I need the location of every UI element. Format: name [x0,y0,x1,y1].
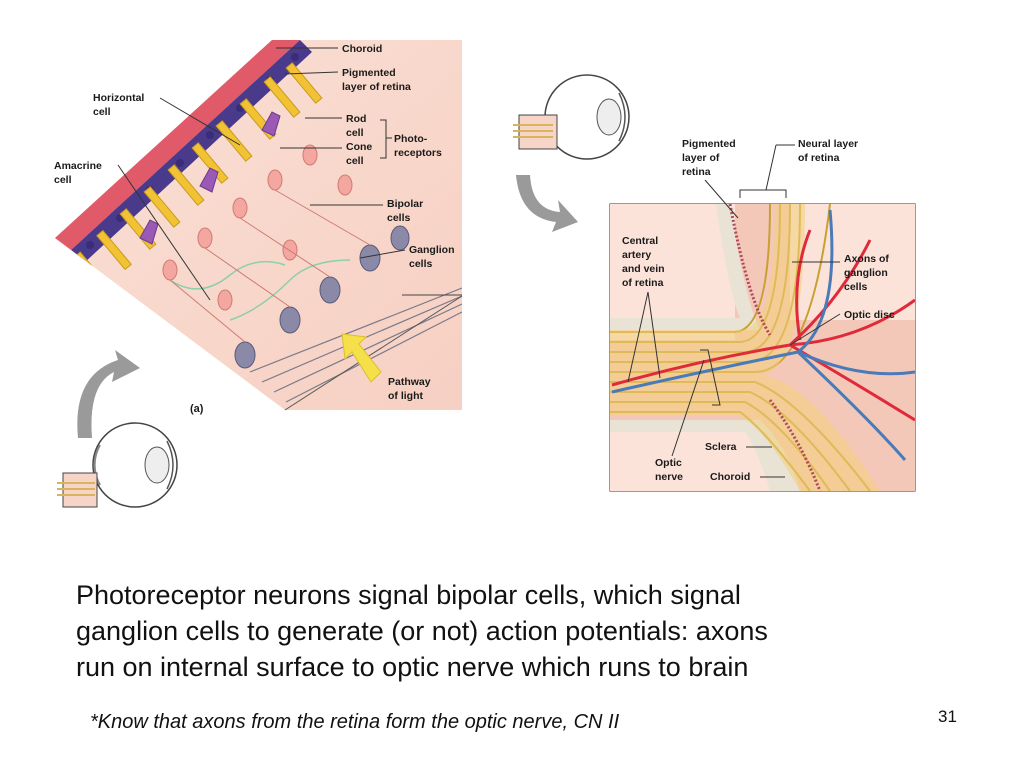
panel-tag-a: (a) [190,403,204,415]
label-photo-2: receptors [394,147,442,159]
label-horizontal-2: cell [93,106,111,118]
slide-body-text: Photoreceptor neurons signal bipolar cel… [76,577,966,685]
label-rod-1: Rod [346,113,366,125]
label-bipolar-1: Bipolar [387,198,423,210]
label-optic-2: nerve [655,471,683,483]
figure-b-labels: Pigmented layer of retina Neural layer o… [622,138,895,483]
page-number: 31 [938,707,957,726]
label-pigmented-1: Pigmented [342,67,396,79]
label-b-pigmented-1: Pigmented [682,138,736,150]
label-axons-1: Axons of [844,253,889,265]
label-optic-disc: Optic disc [844,309,895,321]
label-choroid: Choroid [342,43,382,55]
footnote: *Know that axons from the retina form th… [90,711,620,733]
figure-a-retina-layers: (a) Choroid Pigmented layer of retina Ho… [54,40,463,508]
label-pathway-2: of light [388,390,423,402]
label-rod-2: cell [346,127,364,139]
label-optic-1: Optic [655,457,682,469]
label-ganglion-2: cells [409,258,433,270]
label-b-pigmented-3: retina [682,166,711,178]
label-amacrine-2: cell [54,174,72,186]
body-line-3: run on internal surface to optic nerve w… [76,652,749,682]
figure-a-labels: (a) Choroid Pigmented layer of retina Ho… [54,43,455,415]
eye-icon [513,74,630,160]
choroid-layer [55,40,300,262]
curved-gray-arrow [77,350,140,438]
body-line-2: ganglion cells to generate (or not) acti… [76,616,768,646]
label-central-4: of retina [622,277,664,289]
pathway-of-light-arrow [341,333,382,383]
label-pigmented-2: layer of retina [342,81,411,93]
label-sclera: Sclera [705,441,737,453]
label-central-2: artery [622,249,651,261]
label-pathway-1: Pathway [388,376,431,388]
label-photo-1: Photo- [394,133,428,145]
label-central-3: and vein [622,263,665,275]
figure-b-optic-disc: Pigmented layer of retina Neural layer o… [513,74,916,492]
retinal-vessels [611,209,915,461]
body-line-1: Photoreceptor neurons signal bipolar cel… [76,580,741,610]
label-axons-3: cells [844,281,868,293]
label-neural-2: of retina [798,152,840,164]
label-cone-2: cell [346,155,364,167]
label-bipolar-2: cells [387,212,411,224]
label-neural-1: Neural layer [798,138,858,150]
label-central-1: Central [622,235,658,247]
label-axons-2: ganglion [844,267,888,279]
optic-disc-detail [610,204,915,491]
label-ganglion-1: Ganglion [409,244,455,256]
label-amacrine-1: Amacrine [54,160,102,172]
label-cone-1: Cone [346,141,372,153]
label-b-pigmented-2: layer of [682,152,720,164]
label-b-choroid: Choroid [710,471,750,483]
curved-gray-arrow [516,175,578,232]
eye-icon [57,422,178,508]
photoreceptor-cells [73,62,323,289]
label-horizontal-1: Horizontal [93,92,144,104]
